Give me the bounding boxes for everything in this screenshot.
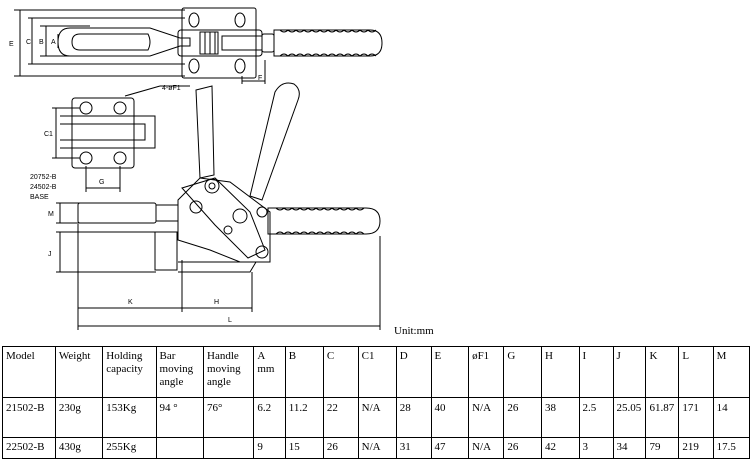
table-cell: 76° bbox=[203, 397, 255, 438]
table-cell: 26 bbox=[322, 437, 359, 459]
table-cell: N/A bbox=[468, 437, 505, 459]
table-cell: 26 bbox=[503, 437, 542, 459]
dim-label-j: J bbox=[48, 251, 52, 258]
table-cell: 38 bbox=[540, 397, 580, 438]
table-cell: 9 bbox=[253, 437, 286, 459]
dim-label-l: L bbox=[228, 317, 232, 324]
header-cell: D bbox=[395, 346, 432, 398]
table-cell: 42 bbox=[540, 437, 580, 459]
table-cell: 28 bbox=[395, 397, 432, 438]
header-cell: Bar moving angle bbox=[155, 346, 205, 398]
header-cell: A mm bbox=[253, 346, 286, 398]
header-cell: Model bbox=[2, 346, 56, 398]
dim-label-f1: 4-øF1 bbox=[162, 85, 181, 92]
table-cell: 25.05 bbox=[612, 397, 647, 438]
table-cell: 14 bbox=[712, 397, 750, 438]
table-cell: 11.2 bbox=[284, 397, 324, 438]
table-cell: 34 bbox=[612, 437, 647, 459]
table-cell: 22502-B bbox=[2, 437, 56, 459]
dim-label-g: G bbox=[99, 179, 104, 186]
dim-label-k: K bbox=[128, 299, 133, 306]
table-cell: 6.2 bbox=[253, 397, 286, 438]
table-cell: 430g bbox=[54, 437, 104, 459]
technical-drawing: E C B A F 4-øF1 C1 G 20752-B 24502-B BAS… bbox=[9, 7, 383, 330]
header-cell: I bbox=[578, 346, 614, 398]
dim-label-c1: C1 bbox=[44, 131, 53, 138]
unit-label: Unit:mm bbox=[394, 325, 434, 337]
specification-table: Model Weight Holding capacity Bar moving… bbox=[2, 346, 750, 459]
table-cell: 22 bbox=[322, 397, 359, 438]
dim-label-c: C bbox=[26, 39, 31, 46]
side-view bbox=[56, 82, 381, 330]
table-cell: 15 bbox=[284, 437, 324, 459]
table-cell: 219 bbox=[678, 437, 714, 459]
header-cell: L bbox=[678, 346, 714, 398]
table-cell: 171 bbox=[678, 397, 714, 438]
base-note-line-3: BASE bbox=[30, 194, 49, 201]
base-note-line-2: 24502-B bbox=[30, 184, 57, 191]
base-note-line-1: 20752-B bbox=[30, 174, 57, 181]
table-cell: 3 bbox=[578, 437, 614, 459]
dim-label-e: E bbox=[9, 41, 14, 48]
table-cell bbox=[203, 437, 255, 459]
header-cell: C bbox=[322, 346, 359, 398]
table-cell: 61.87 bbox=[645, 397, 680, 438]
table-cell: 26 bbox=[503, 397, 542, 438]
table-cell: N/A bbox=[468, 397, 505, 438]
table-cell bbox=[155, 437, 205, 459]
base-detail-view bbox=[52, 85, 190, 192]
table-cell: 21502-B bbox=[2, 397, 56, 438]
dim-label-f: F bbox=[258, 75, 262, 82]
dim-label-a: A bbox=[51, 39, 56, 46]
header-cell: C1 bbox=[357, 346, 397, 398]
header-cell: Handle moving angle bbox=[203, 346, 255, 398]
table-row: 22502-B 430g 255Kg 9 15 26 N/A 31 47 N/A… bbox=[2, 437, 750, 459]
table-cell: 79 bbox=[645, 437, 680, 459]
table-row: 21502-B 230g 153Kg 94 ° 76° 6.2 11.2 22 … bbox=[2, 397, 750, 438]
table-cell: 94 ° bbox=[155, 397, 205, 438]
table-cell: 47 bbox=[430, 437, 470, 459]
dim-label-m: M bbox=[48, 211, 54, 218]
header-cell: M bbox=[712, 346, 750, 398]
header-cell: H bbox=[540, 346, 580, 398]
header-cell: E bbox=[430, 346, 470, 398]
header-cell: Weight bbox=[54, 346, 104, 398]
table-cell: N/A bbox=[357, 397, 397, 438]
table-cell: N/A bbox=[357, 437, 397, 459]
table-cell: 153Kg bbox=[102, 397, 157, 438]
table-cell: 255Kg bbox=[102, 437, 157, 459]
header-cell: G bbox=[503, 346, 542, 398]
table-cell: 230g bbox=[54, 397, 104, 438]
table-cell: 17.5 bbox=[712, 437, 750, 459]
header-cell: øF1 bbox=[468, 346, 505, 398]
header-cell: K bbox=[645, 346, 680, 398]
table-header-row: Model Weight Holding capacity Bar moving… bbox=[2, 346, 750, 398]
header-cell: J bbox=[612, 346, 647, 398]
table-cell: 31 bbox=[395, 437, 432, 459]
dim-label-h: H bbox=[214, 299, 219, 306]
table-cell: 40 bbox=[430, 397, 470, 438]
table-cell: 2.5 bbox=[578, 397, 614, 438]
top-view bbox=[14, 7, 383, 84]
header-cell: B bbox=[284, 346, 324, 398]
dim-label-b: B bbox=[39, 39, 44, 46]
header-cell: Holding capacity bbox=[102, 346, 157, 398]
